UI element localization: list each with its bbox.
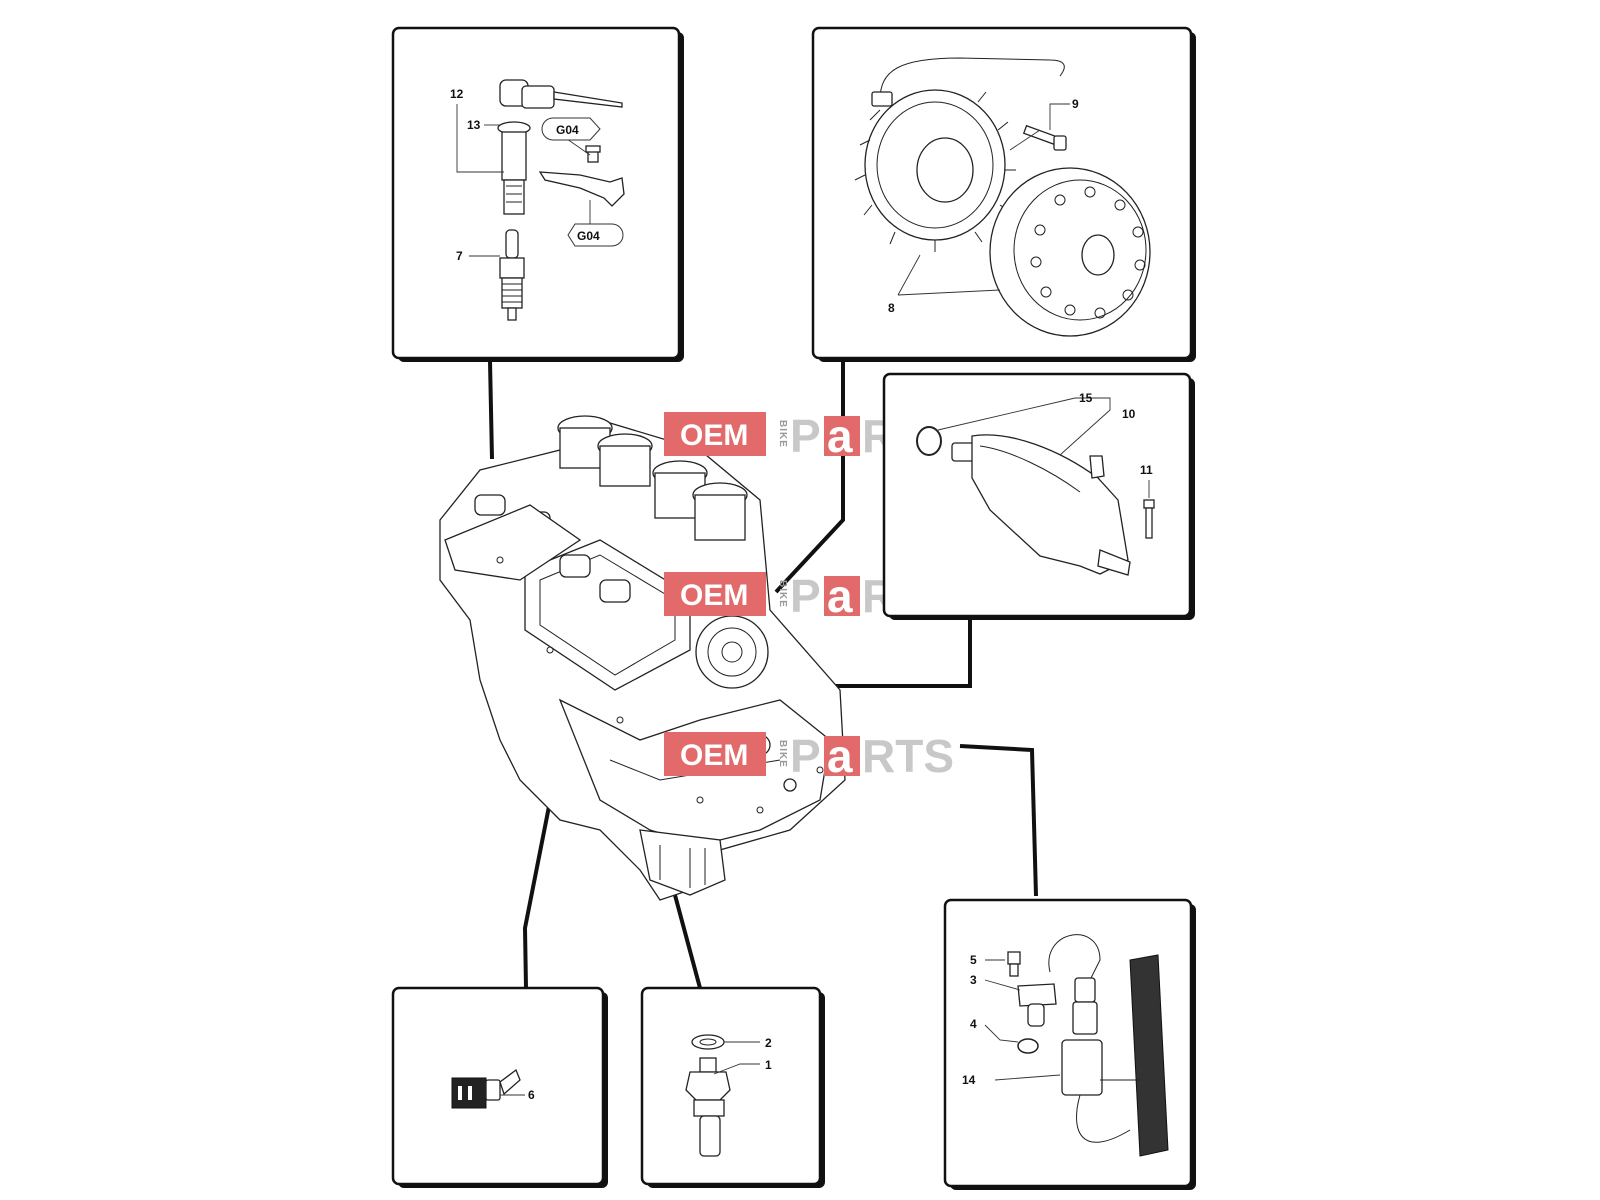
temperature-sensor-icon xyxy=(451,1068,521,1109)
bolt-icon xyxy=(1022,124,1067,151)
box-temp-sensor: 6 xyxy=(391,986,608,1188)
engine-illustration xyxy=(439,415,846,901)
callout-13: 13 xyxy=(467,118,481,132)
svg-text:RTS: RTS xyxy=(862,730,954,782)
wiring-harness-icon xyxy=(1048,934,1169,1157)
coil-bracket-icon xyxy=(538,145,625,207)
svg-text:G04: G04 xyxy=(577,229,600,243)
svg-text:P: P xyxy=(790,410,821,462)
washer-icon xyxy=(691,1034,725,1050)
box-speed-sensor: 5 3 4 14 xyxy=(943,898,1196,1190)
box-starter: 15 10 11 xyxy=(882,372,1195,620)
alternator-cover-icon xyxy=(695,615,769,689)
box-ignition: G04 G04 12 13 7 xyxy=(391,26,684,362)
callout-12: 12 xyxy=(450,87,464,101)
sensor-icon xyxy=(1007,951,1057,1027)
callout-15: 15 xyxy=(1079,391,1093,405)
o-ring-small-icon xyxy=(1017,1038,1039,1054)
ignition-coil-icon xyxy=(497,79,623,215)
svg-text:a: a xyxy=(827,570,853,622)
svg-text:a: a xyxy=(827,730,853,782)
flywheel-icon xyxy=(989,167,1151,337)
throttle-bodies-icon xyxy=(557,415,748,541)
svg-text:BIKE: BIKE xyxy=(777,740,788,768)
svg-text:G04: G04 xyxy=(556,123,579,137)
callout-11: 11 xyxy=(1140,463,1153,477)
svg-text:P: P xyxy=(790,730,821,782)
box-oil-switch: 2 1 xyxy=(640,986,825,1188)
ref-g04-bottom: G04 xyxy=(567,223,624,247)
stator-icon xyxy=(854,57,1065,252)
callout-7: 7 xyxy=(456,249,463,263)
callout-1: 1 xyxy=(765,1058,772,1072)
svg-text:BIKE: BIKE xyxy=(777,420,788,448)
callout-2: 2 xyxy=(765,1036,772,1050)
callout-4: 4 xyxy=(970,1017,977,1031)
svg-text:P: P xyxy=(790,570,821,622)
oil-pressure-switch-icon xyxy=(685,1057,731,1157)
starter-motor-icon xyxy=(951,434,1131,576)
svg-text:a: a xyxy=(827,410,853,462)
ref-g04-top: G04 xyxy=(541,117,601,141)
svg-text:OEM: OEM xyxy=(680,419,748,452)
callout-3: 3 xyxy=(970,973,977,987)
callout-9: 9 xyxy=(1072,97,1079,111)
svg-text:OEM: OEM xyxy=(680,739,748,772)
spark-plug-icon xyxy=(499,229,525,321)
o-ring-icon xyxy=(916,426,942,456)
svg-text:BIKE: BIKE xyxy=(777,580,788,608)
svg-text:OEM: OEM xyxy=(680,579,748,612)
callout-14: 14 xyxy=(962,1073,976,1087)
screw-icon xyxy=(1143,499,1155,539)
callout-8: 8 xyxy=(888,301,895,315)
callout-10: 10 xyxy=(1122,407,1136,421)
callout-6: 6 xyxy=(528,1088,535,1102)
callout-5: 5 xyxy=(970,953,977,967)
box-alternator: 9 8 xyxy=(811,26,1196,362)
